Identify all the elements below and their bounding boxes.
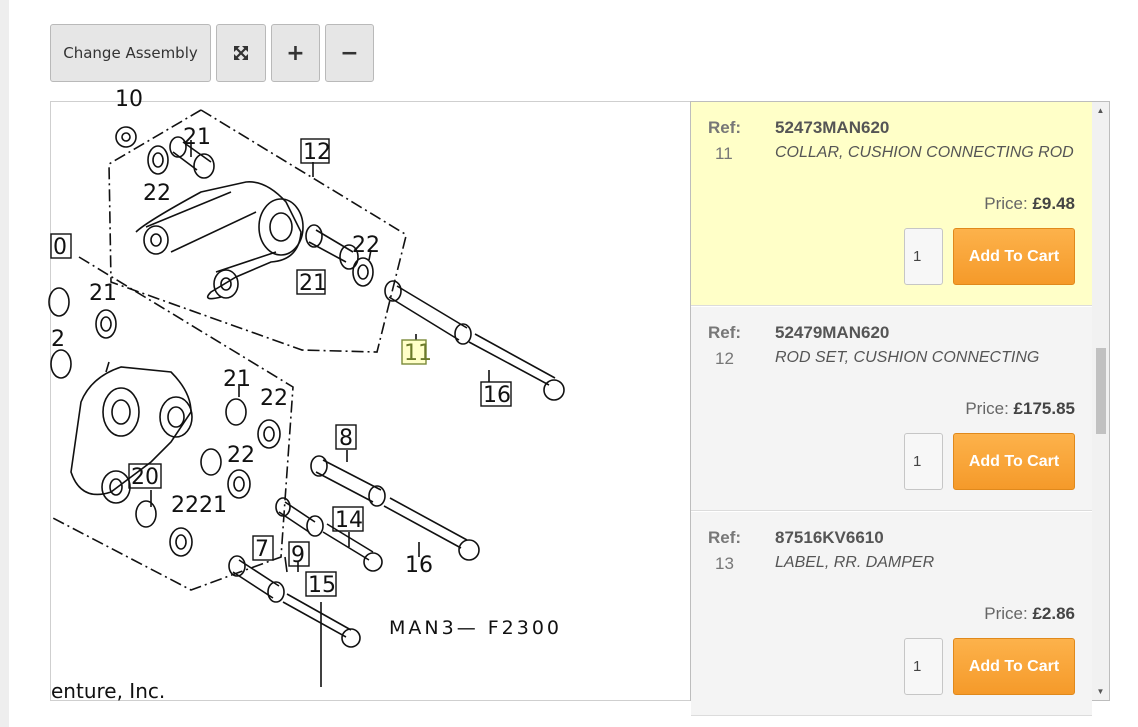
callout-21[interactable]: 21 xyxy=(299,271,327,296)
callout-21[interactable]: 21 xyxy=(223,367,251,392)
callout-22[interactable]: 22 xyxy=(260,386,288,411)
quantity-input[interactable] xyxy=(904,638,943,695)
price: Price: £9.48 xyxy=(984,194,1075,213)
zoom-in-button[interactable]: + xyxy=(271,24,320,82)
callout-10[interactable]: 10 xyxy=(115,87,143,112)
fit-to-screen-button[interactable] xyxy=(216,24,266,82)
callout-2[interactable]: 2 xyxy=(51,327,65,352)
callout-15[interactable]: 15 xyxy=(308,573,336,598)
part-number: 52479MAN620 xyxy=(775,323,890,342)
ref-label: Ref: xyxy=(708,528,742,547)
scrollbar-thumb[interactable] xyxy=(1096,348,1106,434)
panel-scrollbar[interactable]: ▲ ▼ xyxy=(1092,102,1109,700)
part-description: LABEL, RR. DAMPER xyxy=(775,554,935,571)
price-value: £2.86 xyxy=(1032,604,1075,623)
callout-22[interactable]: 22 xyxy=(143,181,171,206)
callout-22[interactable]: 22 xyxy=(352,233,380,258)
callout-12[interactable]: 12 xyxy=(303,140,331,165)
page-left-margin xyxy=(0,0,9,727)
part-description: COLLAR, CUSHION CONNECTING ROD xyxy=(775,144,1074,161)
copyright-text: enture, Inc. xyxy=(51,679,165,703)
price: Price: £2.86 xyxy=(984,604,1075,623)
price-value: £9.48 xyxy=(1032,194,1075,213)
part-row[interactable]: Ref: 11 52473MAN620 COLLAR, CUSHION CONN… xyxy=(691,102,1092,306)
parts-list-panel[interactable]: Ref: 11 52473MAN620 COLLAR, CUSHION CONN… xyxy=(690,101,1110,716)
part-row[interactable]: Ref: 13 87516KV6610 LABEL, RR. DAMPER Pr… xyxy=(691,512,1092,716)
callout-22-21[interactable]: 2221 xyxy=(171,493,227,518)
callout-0[interactable]: 0 xyxy=(53,235,67,260)
callout-7[interactable]: 7 xyxy=(255,537,269,562)
part-description: ROD SET, CUSHION CONNECTING xyxy=(775,349,1040,366)
part-row[interactable]: Ref: 12 52479MAN620 ROD SET, CUSHION CON… xyxy=(691,307,1092,511)
callout-14[interactable]: 14 xyxy=(335,508,363,533)
callout-9[interactable]: 9 xyxy=(291,543,305,568)
callout-22[interactable]: 22 xyxy=(227,443,255,468)
callout-8[interactable]: 8 xyxy=(339,426,353,451)
callout-16[interactable]: 16 xyxy=(405,553,433,578)
expand-arrows-icon xyxy=(234,46,248,60)
ref-label: Ref: xyxy=(708,118,742,137)
callout-11[interactable]: 11 xyxy=(404,341,432,366)
part-number: 87516KV6610 xyxy=(775,528,884,547)
callout-21[interactable]: 21 xyxy=(89,281,117,306)
callout-21[interactable]: 21 xyxy=(183,125,211,150)
exploded-view-drawing: 10 12 0 21 22 22 21 21 2 11 16 21 22 8 2… xyxy=(48,87,565,703)
callout-20[interactable]: 20 xyxy=(131,465,159,490)
scroll-up-arrow-icon[interactable]: ▲ xyxy=(1096,106,1105,115)
add-to-cart-button[interactable]: Add To Cart xyxy=(953,228,1075,285)
change-assembly-button[interactable]: Change Assembly xyxy=(50,24,211,82)
ref-number: 13 xyxy=(715,554,734,573)
ref-number: 11 xyxy=(715,144,733,163)
scroll-down-arrow-icon[interactable]: ▼ xyxy=(1096,687,1105,696)
quantity-input[interactable] xyxy=(904,228,943,285)
ref-label: Ref: xyxy=(708,323,742,342)
part-number: 52473MAN620 xyxy=(775,118,890,137)
quantity-input[interactable] xyxy=(904,433,943,490)
add-to-cart-button[interactable]: Add To Cart xyxy=(953,638,1075,695)
add-to-cart-button[interactable]: Add To Cart xyxy=(953,433,1075,490)
price: Price: £175.85 xyxy=(965,399,1075,418)
zoom-out-button[interactable]: − xyxy=(325,24,374,82)
callout-16[interactable]: 16 xyxy=(483,383,511,408)
diagram-code: MAN3— F2300 xyxy=(389,617,562,639)
ref-number: 12 xyxy=(715,349,734,368)
price-value: £175.85 xyxy=(1013,399,1075,418)
